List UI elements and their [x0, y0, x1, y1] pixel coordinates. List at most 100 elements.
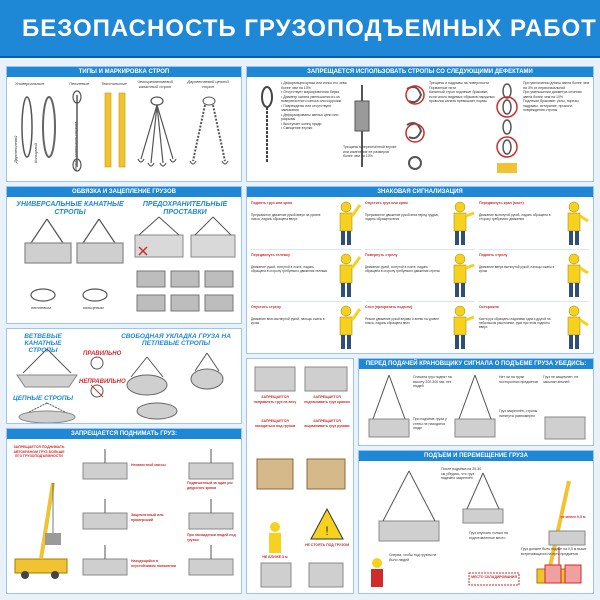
- hook-correct-icon: [90, 356, 104, 370]
- free-laying-rolls: [126, 352, 224, 420]
- worker-lift-icon: [371, 558, 383, 587]
- forbidden-note-1: Неизвестной массы: [131, 463, 166, 467]
- branch-sling-pipe: [16, 348, 78, 388]
- before-note-3: Груз не защемлен, не засыпан землей: [543, 375, 579, 384]
- lift-note-4: Груз опускать только на подготовленное м…: [469, 531, 508, 540]
- signal-description: Резкое движение рукой вправо и влево на …: [365, 317, 439, 325]
- branch-slings-illustration: [16, 348, 224, 423]
- signalman-icon: [453, 253, 475, 297]
- panel-defects: ЗАПРЕЩАЕТСЯ ИСПОЛЬЗОВАТЬ СТРОПЫ СО СЛЕДУ…: [246, 66, 594, 182]
- defects-illustration: [261, 83, 518, 173]
- universal-sling-knot-right: [76, 218, 124, 264]
- forbidden-crane-capacity: ЗАПРЕЩАЕТСЯ ПОДНИМАТЬ АВТОКРАНОМ ГРУЗ БО…: [13, 445, 65, 458]
- universal-sling-icon: [21, 96, 56, 158]
- panel-before-signal: ПЕРЕД ПОДАЧЕЙ КРАНОВЩИКУ СИГНАЛА О ПОДЪЕ…: [358, 358, 594, 446]
- signal-name: Передвинуть кран (мост): [479, 201, 524, 205]
- signalman-icon: [453, 305, 475, 349]
- zone-label: НЕ СТОЯТЬ ПОД ГРУЗОМ: [304, 543, 350, 547]
- lift-note-3: Груз должен быть поднят на 0,5 м выше вс…: [521, 547, 587, 556]
- chain-slings-title: ЦЕПНЫЕ СТРОПЫ: [12, 395, 74, 402]
- before-note-2: Нет ли на грузе посторонних предметов: [499, 375, 538, 384]
- label-ring-knot: кольцевым: [83, 305, 104, 310]
- title-bar: БЕЗОПАСНОСТЬ ГРУЗОПОДЪЕМНЫХ РАБОТ: [0, 0, 600, 58]
- pipe-hold-icon: [254, 366, 348, 392]
- middle-strip-illustration: !: [254, 366, 348, 588]
- chain-sling-cylinder: [18, 402, 76, 423]
- worker-icon: [269, 522, 281, 553]
- signalman-icon: [339, 305, 361, 349]
- signalman-icon: [567, 253, 589, 297]
- lift-note-2: Сперва, чтобы под грузом не было людей: [389, 553, 437, 562]
- label-incorrect: НЕПРАВИЛЬНО: [79, 379, 126, 385]
- chain-sling-icon: [189, 96, 229, 165]
- protective-pad-block: [134, 216, 236, 258]
- panel-signals: ЗНАКОВАЯ СИГНАЛИЗАЦИЯ Поднять груз или к…: [246, 186, 594, 354]
- protective-pads-title: ПРЕДОХРАНИТЕЛЬНЫЕ ПРОСТАВКИ: [142, 201, 228, 216]
- knot-loop-icon: [30, 288, 108, 302]
- red-cross-icon: [138, 246, 148, 256]
- four-branch-sling-icon: [137, 96, 177, 167]
- placement-zone: [468, 572, 520, 586]
- defect-note-hook: • Деформация крюка или износ его зева бо…: [281, 81, 347, 130]
- signal-name: Стоп (прекратить подъем): [365, 305, 413, 309]
- forbidden-note-3: Находящийся в неустойчивом положении: [131, 559, 176, 568]
- signalman-icon: [453, 201, 475, 245]
- section-header-lift-move: ПОДЪЕМ И ПЕРЕМЕЩЕНИЕ ГРУЗА: [359, 451, 593, 461]
- lift-note-1: После подъёма на 20-30 см убедись, что г…: [441, 467, 482, 480]
- signalman-icon: [567, 305, 589, 349]
- svg-text:!: !: [325, 524, 328, 538]
- panel-middle-strip: ! ЗАПРЕЩАЕТСЯ поправлять груз на весу ЗА…: [246, 358, 354, 594]
- before-note-1: Сначала груз поднят на высоту 200-300 мм…: [413, 375, 452, 388]
- signal-item: Стоп (прекратить подъем) Резкое движение …: [365, 303, 475, 353]
- signal-description: Движение вверх вытянутой рукой, пальцы с…: [479, 265, 555, 273]
- height-label: не менее 0,5 м: [560, 515, 586, 519]
- loop-sling-icon: [72, 90, 82, 172]
- universal-slings-title: УНИВЕРСАЛЬНЫЕ КАНАТНЫЕ СТРОПЫ: [16, 201, 124, 216]
- placement-label: МЕСТО СКЛАДИРОВАНИЯ: [471, 575, 517, 579]
- chain-wear-icon: [496, 83, 518, 158]
- signal-description: Движение вытянутой рукой, ладонь обращен…: [479, 213, 551, 221]
- forbidden-illustration: [14, 449, 234, 579]
- forbidden-note-4: Подвешенный за один рог двурогого крюка: [187, 481, 233, 490]
- textile-sling-icon: [104, 92, 126, 168]
- label-loop-knot: петлевым: [31, 305, 51, 310]
- label-four-branch: Четырехветвевой канатный строп: [137, 79, 173, 89]
- signal-item: Передвинуть кран (мост) Движение вытянуто…: [479, 199, 589, 250]
- middle-note-1: ЗАПРЕЩАЕТСЯ поправлять груз на весу: [253, 395, 297, 404]
- branch-slings-title: ВЕТВЕВЫЕ КАНАТНЫЕ СТРОПЫ: [24, 333, 62, 354]
- panel-branch-slings: ВЕТВЕВЫЕ КАНАТНЫЕ СТРОПЫ СВОБОДНАЯ УКЛАД…: [6, 328, 242, 424]
- protective-pad-details: [136, 270, 234, 312]
- attachment-illustration: [24, 216, 236, 312]
- signal-name: Поднять груз или крюк: [251, 201, 293, 205]
- signal-description: Прерывистое движение рукой вверх на уров…: [251, 213, 321, 221]
- before-note-4: Груз закреплён, стропы натянуты равномер…: [499, 409, 538, 418]
- signal-description: Движение рукой, согнутой в локте, ладонь…: [251, 265, 328, 273]
- signal-name: Опустить стрелу: [251, 305, 281, 309]
- hand-level-icon: [260, 562, 344, 588]
- signal-name: Повернуть стрелу: [365, 253, 398, 257]
- section-header-forbidden: ЗАПРЕЩАЕТСЯ ПОДНИМАТЬ ГРУЗ:: [7, 429, 241, 439]
- signalman-icon: [339, 201, 361, 245]
- section-header-signals: ЗНАКОВАЯ СИГНАЛИЗАЦИЯ: [247, 187, 593, 197]
- forbidden-load-1: [82, 462, 128, 576]
- poster-title: БЕЗОПАСНОСТЬ ГРУЗОПОДЪЕМНЫХ РАБОТ: [22, 15, 597, 42]
- danger-zone-icon: !: [310, 507, 344, 540]
- section-header-sling-types: ТИПЫ И МАРКИРОВКА СТРОП: [7, 67, 241, 77]
- wire-damage-icon: [405, 85, 425, 143]
- free-laying-title: СВОБОДНАЯ УКЛАДКА ГРУЗА НА ПЕТЛЕВЫЕ СТРО…: [121, 333, 231, 347]
- broken-hook-icon: [406, 86, 423, 170]
- sling-types-illustration: [21, 90, 229, 172]
- worn-hook-icon: [261, 86, 273, 163]
- stack-icon: [256, 458, 346, 490]
- label-correct: ПРАВИЛЬНО: [83, 351, 122, 357]
- middle-note-3: ЗАПРЕЩАЕТСЯ находиться под грузом: [254, 419, 296, 428]
- middle-note-2: ЗАПРЕЩАЕТСЯ подтаскивать груз краном: [304, 395, 350, 404]
- signal-name: Передвинуть тележку: [251, 253, 290, 257]
- universal-sling-knot-left: [24, 218, 72, 264]
- before-signal-illustration: [368, 374, 586, 440]
- distance-label: НЕ БЛИЖЕ 5 м: [262, 555, 288, 559]
